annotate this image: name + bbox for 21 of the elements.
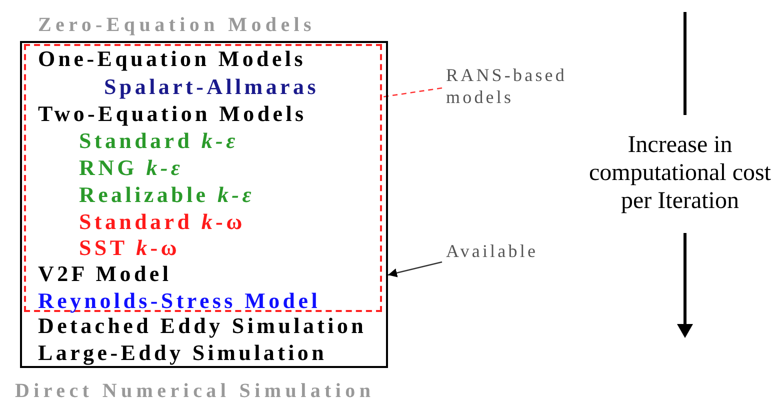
leader-line xyxy=(382,87,442,98)
model-box xyxy=(20,41,388,368)
model-category: Direct Numerical Simulation xyxy=(15,380,375,403)
model-name: Reynolds-Stress Model xyxy=(38,289,321,313)
model-name: Standard k-ω xyxy=(79,210,246,234)
model-name: Detached Eddy Simulation xyxy=(38,314,367,338)
annotation-text: Available xyxy=(446,240,540,262)
annotation-text: RANS-based models xyxy=(446,64,568,108)
model-name: Two-Equation Models xyxy=(38,102,307,126)
model-name: Standard k-ε xyxy=(79,129,238,153)
model-name: One-Equation Models xyxy=(38,47,306,71)
model-name: SST k-ω xyxy=(79,236,180,260)
model-name: Spalart-Allmaras xyxy=(104,75,319,99)
model-name: Large-Eddy Simulation xyxy=(38,341,328,365)
model-category: Zero-Equation Models xyxy=(38,14,316,37)
model-name: Realizable k-ε xyxy=(79,183,254,207)
axis-caption: Increase in computational cost per Iteration xyxy=(588,131,772,215)
model-name: V2F Model xyxy=(38,262,172,286)
arrow xyxy=(388,261,442,278)
rans-group-box xyxy=(24,44,382,312)
model-name: RNG k-ε xyxy=(79,156,184,180)
